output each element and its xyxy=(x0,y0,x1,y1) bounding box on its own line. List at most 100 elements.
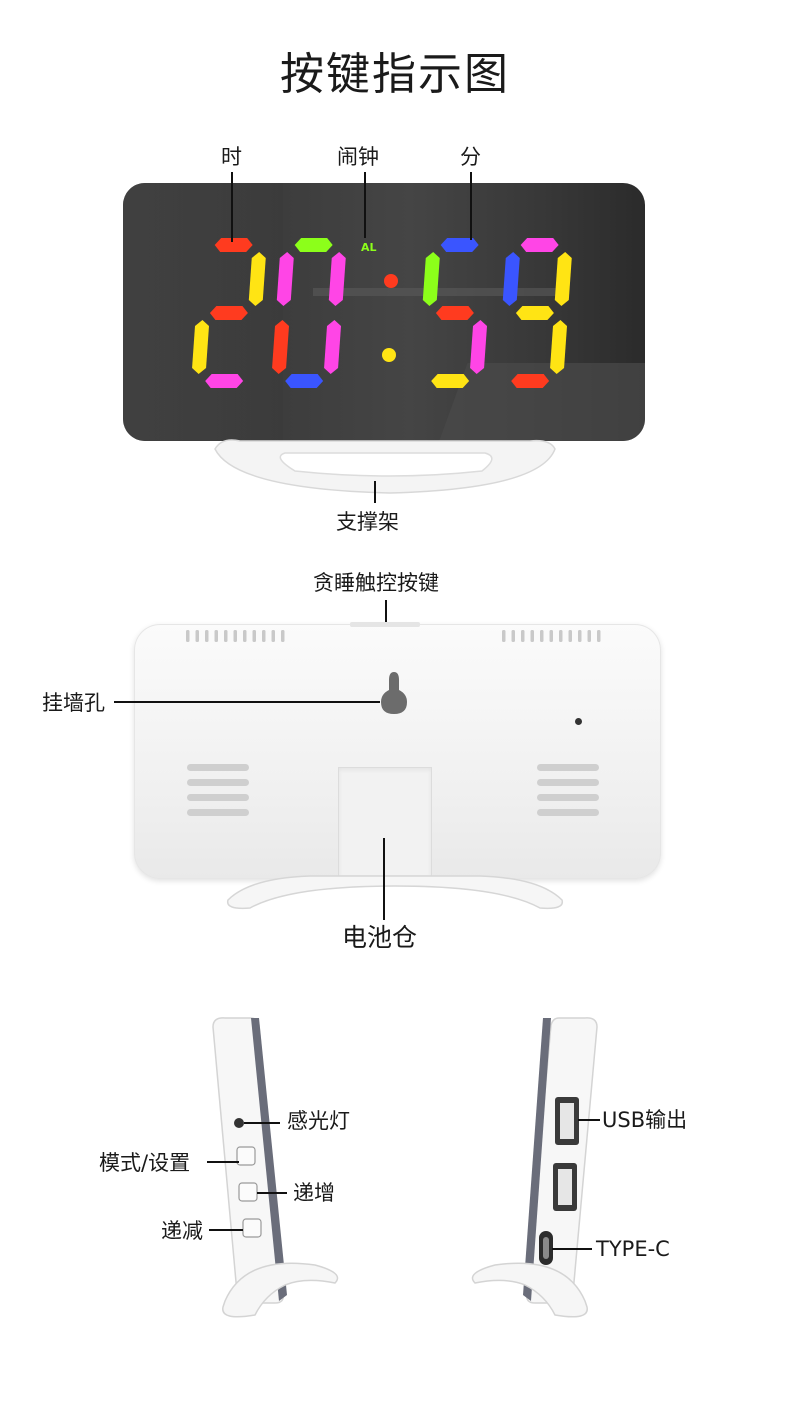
vent-slot xyxy=(262,630,266,642)
label-hour: 时 xyxy=(221,145,242,169)
clock-digit-2 xyxy=(272,238,346,388)
vent-top-left xyxy=(186,630,285,642)
segment-f xyxy=(422,252,440,306)
label-stand: 支撑架 xyxy=(336,510,399,534)
segment-a xyxy=(214,238,253,252)
vent-slot xyxy=(597,630,601,642)
leader-light-sensor xyxy=(244,1122,280,1124)
clock-digit-1 xyxy=(192,238,266,388)
segment-d xyxy=(285,374,324,388)
segment-b xyxy=(248,252,266,306)
leader-wall-hole xyxy=(114,701,380,703)
vent-slot xyxy=(281,630,285,642)
vent-slot xyxy=(587,630,591,642)
leader-mode-set xyxy=(207,1161,239,1163)
leader-usb xyxy=(578,1119,600,1121)
segment-d xyxy=(431,374,470,388)
decrease-button[interactable] xyxy=(243,1219,261,1237)
vent-slot xyxy=(243,630,247,642)
stand-back xyxy=(226,875,564,910)
grille-slot xyxy=(537,779,599,786)
label-minute: 分 xyxy=(460,145,481,169)
vent-slot xyxy=(214,630,218,642)
increase-button[interactable] xyxy=(239,1183,257,1201)
label-battery: 电池仓 xyxy=(342,923,418,952)
vent-slot xyxy=(521,630,525,642)
leader-minute xyxy=(470,172,472,240)
vent-slot xyxy=(271,630,275,642)
vent-slot xyxy=(511,630,515,642)
grille-slot xyxy=(537,764,599,771)
segment-a xyxy=(520,238,559,252)
leader-snooze xyxy=(385,600,387,626)
grille-slot xyxy=(187,779,249,786)
grille-slot xyxy=(187,764,249,771)
segment-g xyxy=(515,306,554,320)
leader-battery xyxy=(383,838,385,920)
segment-e xyxy=(192,320,210,374)
mic-dot xyxy=(575,718,582,725)
vent-slot xyxy=(559,630,563,642)
colon-dot-1 xyxy=(384,274,398,288)
grille-slot xyxy=(537,809,599,816)
grille-slot xyxy=(187,809,249,816)
segment-f xyxy=(276,252,294,306)
label-usb: USB输出 xyxy=(602,1108,688,1132)
vent-slot xyxy=(549,630,553,642)
vent-slot xyxy=(224,630,228,642)
segment-g xyxy=(435,306,474,320)
segment-c xyxy=(550,320,568,374)
vent-slot xyxy=(530,630,534,642)
battery-compartment[interactable] xyxy=(338,767,432,876)
mode-set-button[interactable] xyxy=(237,1147,255,1165)
leader-increase xyxy=(257,1192,287,1194)
vent-slot xyxy=(540,630,544,642)
segment-d xyxy=(511,374,550,388)
segment-f xyxy=(502,252,520,306)
stand-front xyxy=(214,439,556,494)
page-title: 按键指示图 xyxy=(280,49,510,100)
speaker-grille-right xyxy=(537,764,599,816)
usb-port-2[interactable] xyxy=(553,1163,577,1211)
leader-stand xyxy=(374,481,376,503)
leader-type-c xyxy=(552,1248,592,1250)
vent-top-right xyxy=(502,630,601,642)
segment-e xyxy=(272,320,290,374)
clock-digit-4 xyxy=(502,238,572,388)
segment-g xyxy=(209,306,248,320)
side-right-body xyxy=(471,1017,598,1318)
reflection-table xyxy=(313,288,563,296)
usb-port-1[interactable] xyxy=(555,1097,579,1145)
vent-slot xyxy=(195,630,199,642)
label-decrease: 递减 xyxy=(161,1219,203,1243)
leader-hour xyxy=(231,172,233,242)
vent-slot xyxy=(568,630,572,642)
label-snooze: 贪睡触控按键 xyxy=(313,571,439,595)
label-alarm: 闹钟 xyxy=(337,145,379,169)
clock-digit-3 xyxy=(422,238,488,388)
segment-a xyxy=(294,238,333,252)
wall-hanging-hole xyxy=(381,672,407,714)
label-mode-set: 模式/设置 xyxy=(99,1151,191,1175)
side-left-body xyxy=(212,1017,339,1318)
label-increase: 递增 xyxy=(293,1181,335,1205)
alarm-indicator: AL xyxy=(361,241,377,254)
segment-c xyxy=(470,320,488,374)
segment-a xyxy=(440,238,479,252)
leader-alarm xyxy=(364,172,366,238)
leader-decrease xyxy=(209,1229,243,1231)
vent-slot xyxy=(252,630,256,642)
clock-digits xyxy=(192,238,572,388)
label-light-sensor: 感光灯 xyxy=(287,1109,350,1133)
reflection-window xyxy=(123,183,283,441)
vent-slot xyxy=(578,630,582,642)
segment-d xyxy=(205,374,244,388)
snooze-touch-area[interactable] xyxy=(350,622,420,627)
clock-screen: AL xyxy=(123,183,645,441)
vent-slot xyxy=(205,630,209,642)
type-c-port[interactable] xyxy=(539,1231,553,1265)
grille-slot xyxy=(537,794,599,801)
label-wall-hole: 挂墙孔 xyxy=(42,691,105,715)
segment-b xyxy=(554,252,572,306)
speaker-grille-left xyxy=(187,764,249,816)
